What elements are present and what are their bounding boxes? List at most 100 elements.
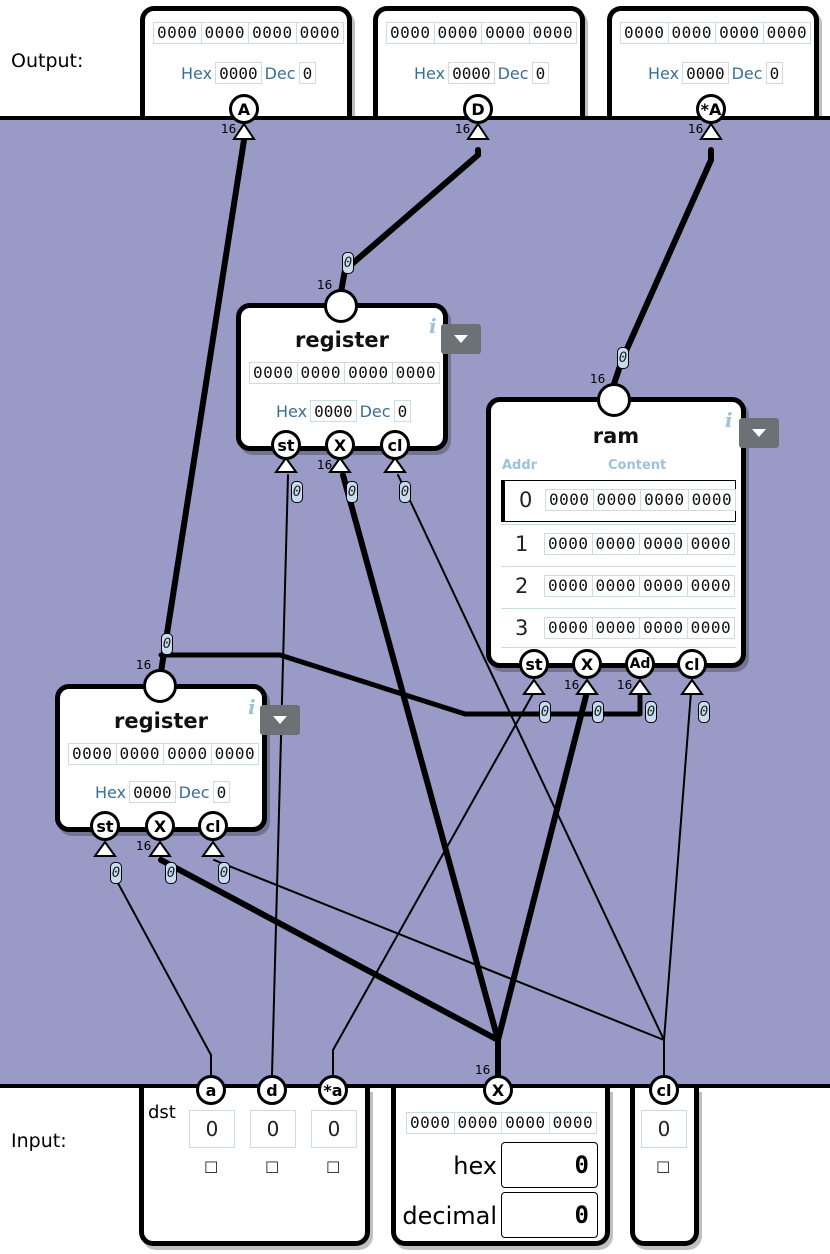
bit-group[interactable]: 0000 — [691, 490, 733, 509]
bit-group[interactable]: 0000 — [214, 744, 256, 763]
bit-group[interactable]: 0000 — [407, 1113, 455, 1133]
input-stara-field[interactable]: 0 — [311, 1110, 357, 1148]
dec-value[interactable]: 0 — [298, 62, 317, 84]
bit-group[interactable]: 0000 — [164, 744, 212, 764]
bit-group[interactable]: 0000 — [249, 23, 297, 43]
register-pin-st[interactable]: st — [90, 811, 120, 841]
bit-group[interactable]: 0000 — [482, 23, 530, 43]
bit-group[interactable]: 0000 — [669, 23, 717, 43]
checkbox-stara[interactable]: ☐ — [326, 1158, 341, 1177]
hex-value[interactable]: 0000 — [215, 62, 262, 84]
decimal-input-field[interactable]: 0 — [501, 1192, 598, 1238]
info-icon[interactable]: i — [725, 408, 733, 432]
bit-group[interactable]: 0000 — [640, 618, 688, 638]
input-d-field[interactable]: 0 — [250, 1110, 296, 1148]
dec-value[interactable]: 0 — [212, 781, 231, 803]
register-pin-X[interactable]: X — [325, 430, 355, 460]
ram-content-header: Content — [608, 458, 667, 473]
bit-group[interactable]: 0000 — [546, 490, 594, 510]
hex-input-field[interactable]: 0 — [501, 1142, 598, 1188]
bit-group[interactable]: 0000 — [766, 23, 808, 42]
register-pin-cl[interactable]: cl — [380, 430, 410, 460]
dec-value[interactable]: 0 — [531, 62, 550, 84]
bit-group[interactable]: 0000 — [532, 23, 574, 42]
input-pin-cl[interactable]: cl — [649, 1075, 679, 1105]
ram-pin-Ad[interactable]: Ad — [625, 649, 655, 679]
bit-group[interactable]: 0000 — [621, 23, 669, 43]
bit-group[interactable]: 0000 — [299, 23, 341, 42]
bit-group[interactable]: 0000 — [640, 576, 688, 596]
input-dst-label: dst — [148, 1102, 176, 1123]
ram-output-pin[interactable] — [597, 383, 631, 417]
register-output-pin[interactable] — [143, 669, 177, 703]
bit-group[interactable]: 0000 — [387, 23, 435, 43]
bit-group[interactable]: 0000 — [435, 23, 483, 43]
bit-group[interactable]: 0000 — [641, 490, 689, 510]
bit-group[interactable]: 0000 — [202, 23, 250, 43]
input-pin-X[interactable]: X — [483, 1075, 513, 1105]
ram-pin-st[interactable]: st — [519, 649, 549, 679]
hex-value[interactable]: 0000 — [682, 62, 729, 84]
bit-group[interactable]: 0000 — [594, 490, 642, 510]
bit-group[interactable]: 0000 — [154, 23, 202, 43]
hex-value[interactable]: 0000 — [448, 62, 495, 84]
hex-value[interactable]: 0000 — [310, 400, 357, 422]
node-menu-dropdown[interactable] — [260, 705, 300, 735]
bit-group[interactable]: 0000 — [593, 618, 641, 638]
input-pin-stara[interactable]: *a — [318, 1075, 348, 1105]
bit-group[interactable]: 0000 — [250, 363, 298, 383]
ram-pin-X[interactable]: X — [572, 649, 602, 679]
dec-value[interactable]: 0 — [393, 400, 412, 422]
bit-group[interactable]: 0000 — [69, 744, 117, 764]
input-dst-box[interactable]: dst 0 0 0 ☐ ☐ ☐ — [139, 1088, 370, 1246]
output-pin-A[interactable]: A — [229, 94, 259, 124]
input-cl-box[interactable]: 0 ☐ — [630, 1088, 699, 1246]
info-icon[interactable]: i — [429, 314, 437, 338]
bit-group[interactable]: 0000 — [716, 23, 764, 43]
bit-group[interactable]: 0000 — [690, 618, 732, 637]
bit-group[interactable]: 0000 — [395, 363, 437, 382]
hex-value[interactable]: 0000 — [129, 781, 176, 803]
info-icon[interactable]: i — [248, 695, 256, 719]
bit-group[interactable]: 0000 — [593, 576, 641, 596]
bit-group[interactable]: 0000 — [640, 534, 688, 554]
output-pin-D[interactable]: D — [463, 94, 493, 124]
bit-group[interactable]: 0000 — [502, 1113, 550, 1133]
input-pin-a[interactable]: a — [196, 1075, 226, 1105]
bit-group[interactable]: 0000 — [690, 576, 732, 595]
checkbox-a[interactable]: ☐ — [204, 1158, 219, 1177]
bit-group[interactable]: 0000 — [552, 1113, 594, 1132]
output-pin-starA[interactable]: *A — [696, 94, 726, 124]
bit-group[interactable]: 0000 — [545, 576, 593, 596]
node-menu-dropdown[interactable] — [441, 324, 481, 354]
bit-group[interactable]: 0000 — [690, 534, 732, 553]
dec-value[interactable]: 0 — [765, 62, 784, 84]
bit-group[interactable]: 0000 — [117, 744, 165, 764]
ram-pin-cl[interactable]: cl — [677, 649, 707, 679]
checkbox-cl[interactable]: ☐ — [656, 1158, 671, 1177]
bit-group[interactable]: 0000 — [298, 363, 346, 383]
register-pin-st[interactable]: st — [271, 430, 301, 460]
node-menu-dropdown[interactable] — [739, 418, 779, 448]
bit-group[interactable]: 0000 — [545, 618, 593, 638]
bit-group[interactable]: 0000 — [545, 534, 593, 554]
checkbox-d[interactable]: ☐ — [265, 1158, 280, 1177]
register-pin-X[interactable]: X — [145, 811, 175, 841]
bit-group[interactable]: 0000 — [345, 363, 393, 383]
input-a-field[interactable]: 0 — [189, 1110, 235, 1148]
register-pin-cl[interactable]: cl — [198, 811, 228, 841]
bit-group[interactable]: 0000 — [455, 1113, 503, 1133]
bit-group[interactable]: 0000 — [593, 534, 641, 554]
input-cl-field[interactable]: 0 — [641, 1110, 687, 1148]
input-pin-d[interactable]: d — [257, 1075, 287, 1105]
register-output-pin[interactable] — [324, 289, 358, 323]
